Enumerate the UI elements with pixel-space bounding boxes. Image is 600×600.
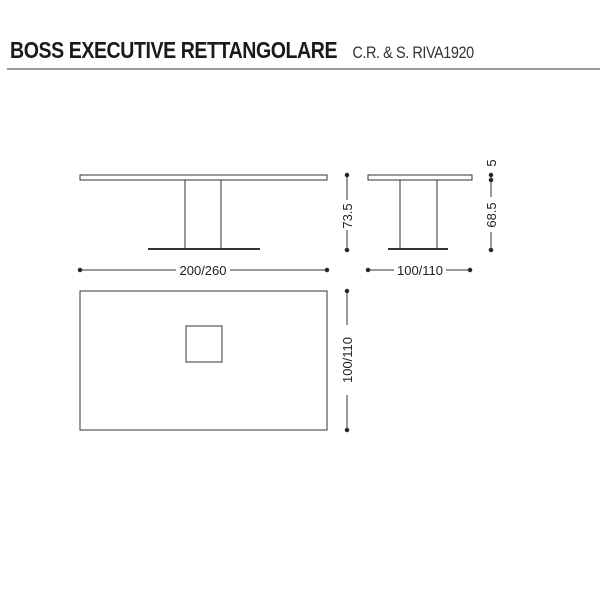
under-top-height-label: 68.5 [484, 202, 499, 227]
dim-dot [324, 267, 330, 273]
page-title: BOSS EXECUTIVE RETTANGOLARE C.R. & S. RIV… [10, 37, 474, 64]
side-tabletop [367, 174, 473, 181]
plan-view [79, 290, 328, 431]
front-view [79, 174, 328, 250]
dim-dot [344, 288, 350, 294]
plan-column [185, 325, 223, 363]
plan-width-label: 100/110 [340, 337, 355, 383]
side-height-dimension: 5 68.5 [484, 159, 499, 253]
front-tabletop [79, 174, 328, 181]
product-name: BOSS EXECUTIVE RETTANGOLARE [10, 37, 338, 63]
dim-dot [77, 267, 83, 273]
plan-width-dimension: 100/110 [340, 288, 355, 433]
brand-name: C.R. & S. RIVA1920 [352, 43, 474, 62]
length-label: 200/260 [180, 263, 227, 278]
dim-dot [467, 267, 473, 273]
dim-dot [344, 427, 350, 433]
top-thickness-label: 5 [484, 159, 499, 166]
dim-dot [344, 247, 350, 253]
dim-dot [344, 172, 350, 178]
side-view [367, 174, 473, 250]
dim-dot [488, 177, 494, 183]
height-label: 73.5 [340, 203, 355, 228]
header-divider [7, 68, 600, 70]
dim-dot [365, 267, 371, 273]
dim-dot [488, 172, 494, 178]
dim-dot [488, 247, 494, 253]
height-dimension: 73.5 [340, 172, 355, 253]
length-dimension: 200/260 [77, 263, 330, 278]
side-width-label: 100/110 [397, 263, 443, 278]
plan-tabletop [79, 290, 328, 431]
side-width-dimension: 100/110 [365, 263, 473, 278]
